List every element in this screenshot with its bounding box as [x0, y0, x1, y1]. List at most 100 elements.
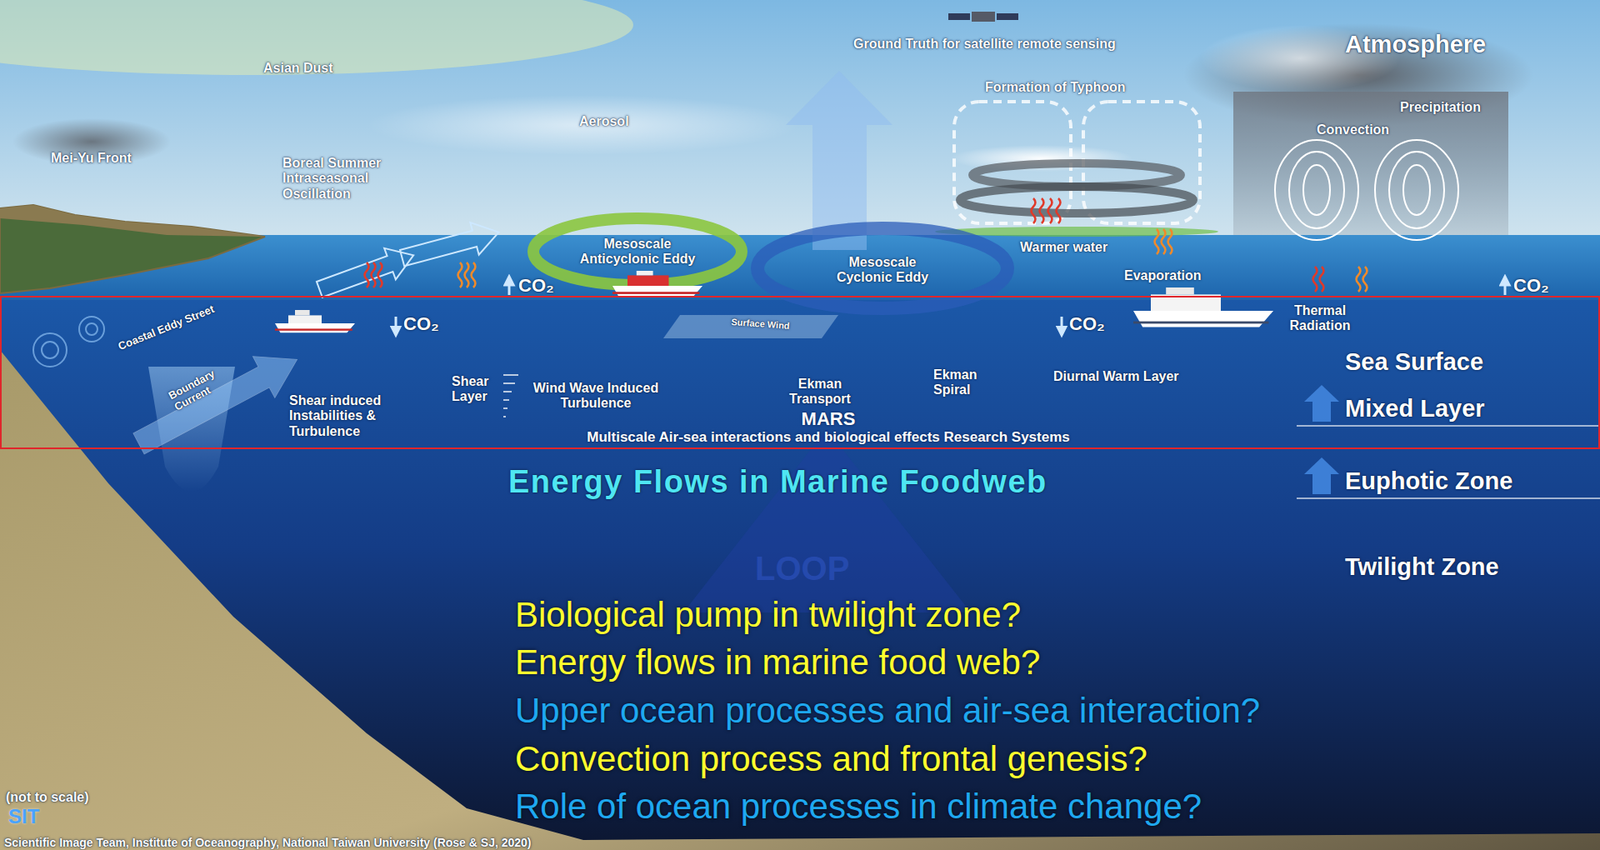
illustration-ellipse	[935, 226, 1219, 237]
illustration-path	[1504, 280, 1507, 295]
question-text: Biological pump in twilight zone?	[515, 595, 1021, 635]
sky-label: Formation of Typhoon	[985, 80, 1126, 95]
illustration-rect	[636, 270, 654, 275]
sky-label: Mei-Yu Front	[50, 150, 132, 166]
illustration-line	[1296, 425, 1600, 427]
co2-label: CO₂	[1069, 313, 1105, 335]
illustration-ellipse	[366, 95, 800, 155]
illustration-rect	[275, 328, 353, 330]
illustration-ellipse	[1375, 140, 1459, 240]
illustration-path	[1356, 266, 1361, 292]
co2-label: CO₂	[403, 313, 440, 335]
sky-label: Precipitation	[1400, 100, 1481, 115]
illustration-line	[503, 382, 515, 385]
zone-label: Twilight Zone	[1345, 553, 1500, 581]
current-label: Coastal Eddy Street	[116, 303, 216, 354]
logo-text: SIT	[8, 805, 40, 829]
system-full-name: Multiscale Air-sea interactions and biol…	[586, 430, 1070, 446]
eddies	[533, 218, 1008, 309]
process-label: Shear Layer	[451, 374, 502, 405]
illustration-rect	[971, 11, 995, 22]
illustration-polygon	[1304, 385, 1340, 402]
research-vessel	[612, 270, 703, 297]
illustration-rect	[627, 275, 670, 286]
illustration-path	[1313, 266, 1318, 292]
satellite	[948, 11, 1019, 22]
illustration-path	[458, 262, 463, 288]
illustration-path	[1048, 198, 1053, 224]
illustration-path	[1155, 229, 1160, 255]
zone-markers	[1296, 385, 1600, 499]
illustration-rect	[612, 291, 700, 295]
illustration-path	[371, 262, 376, 288]
scale-note: (not to scale)	[5, 790, 90, 805]
illustration-polygon	[397, 215, 503, 275]
illustration-ellipse	[1403, 165, 1430, 215]
illustration-polygon	[683, 429, 971, 613]
illustration-polygon	[0, 205, 265, 294]
illustration-path	[1060, 316, 1064, 332]
loop-label: LOOP	[755, 549, 850, 588]
process-label: Wind Wave Induced Turbulence	[520, 380, 671, 412]
illustration-ellipse	[533, 218, 742, 285]
ocean	[0, 235, 1600, 850]
eddy-label: Mesoscale Anticyclonic Eddy	[566, 236, 709, 268]
sky-label: Ground Truth for satellite remote sensin…	[853, 36, 1116, 52]
illustration-path	[1161, 229, 1166, 255]
illustration-polygon	[663, 315, 839, 339]
illustration-path	[1320, 266, 1325, 292]
illustration-rect	[1165, 287, 1195, 295]
illustration-line	[503, 415, 506, 418]
illustration-path	[1168, 229, 1173, 255]
research-vessel	[275, 310, 355, 333]
coastal-eddies	[33, 316, 105, 367]
illustration-polygon	[127, 339, 308, 465]
illustration-polygon	[0, 205, 265, 237]
illustration-path	[275, 323, 355, 333]
sea-label: Warmer water	[1020, 240, 1108, 255]
sky-label: Convection	[1316, 122, 1390, 138]
heat-squiggles	[365, 198, 1368, 292]
illustration-circle	[85, 323, 98, 335]
question-text: Energy flows in marine food web?	[515, 642, 1040, 683]
process-label: Shear induced Instabilities & Turbulence	[289, 393, 406, 440]
illustration-rect	[1133, 321, 1269, 325]
illustration-path	[378, 262, 383, 288]
seafloor	[0, 350, 1600, 850]
illustration-line	[503, 407, 508, 410]
wind-label: Surface Wind	[730, 316, 790, 332]
illustration-line	[503, 399, 510, 401]
illustration-ellipse	[1389, 151, 1445, 229]
loop-triangle	[683, 429, 971, 613]
sea-label: Evaporation	[1124, 268, 1201, 284]
illustration-path	[612, 285, 703, 297]
zone-label: Atmosphere	[1345, 30, 1486, 59]
illustration-line	[503, 390, 512, 393]
typhoon	[935, 101, 1219, 237]
illustration-path	[365, 262, 370, 288]
illustration-path	[395, 316, 398, 332]
sea-label: Thermal Radiation	[1278, 303, 1362, 335]
convection-cells	[1275, 140, 1459, 240]
illustration-path	[1363, 266, 1368, 292]
sky-label: Asian Dust	[263, 60, 334, 76]
boundary-current-arrow	[127, 339, 308, 465]
surface-wind-arrow	[663, 315, 839, 339]
sky-label: Aerosol	[579, 114, 630, 130]
system-name: MARS	[801, 409, 856, 430]
illustration-circle	[41, 341, 59, 359]
illustration-rect	[996, 13, 1019, 20]
illustration-path	[1040, 198, 1045, 224]
eddy-label: Mesoscale Cyclonic Eddy	[824, 255, 941, 286]
credit-line: Scientific Image Team, Institute of Ocea…	[4, 835, 532, 850]
illustration-rect	[288, 315, 322, 324]
question-text: Role of ocean processes in climate chang…	[515, 786, 1202, 827]
question-text: Convection process and frontal genesis?	[515, 739, 1148, 780]
zone-label: Mixed Layer	[1345, 395, 1485, 423]
process-label: Diurnal Warm Layer	[1053, 369, 1180, 385]
illustration-rect	[295, 310, 310, 315]
illustration-rect	[1312, 400, 1331, 422]
illustration-line	[503, 374, 519, 376]
zone-label: Euphotic Zone	[1345, 467, 1513, 495]
